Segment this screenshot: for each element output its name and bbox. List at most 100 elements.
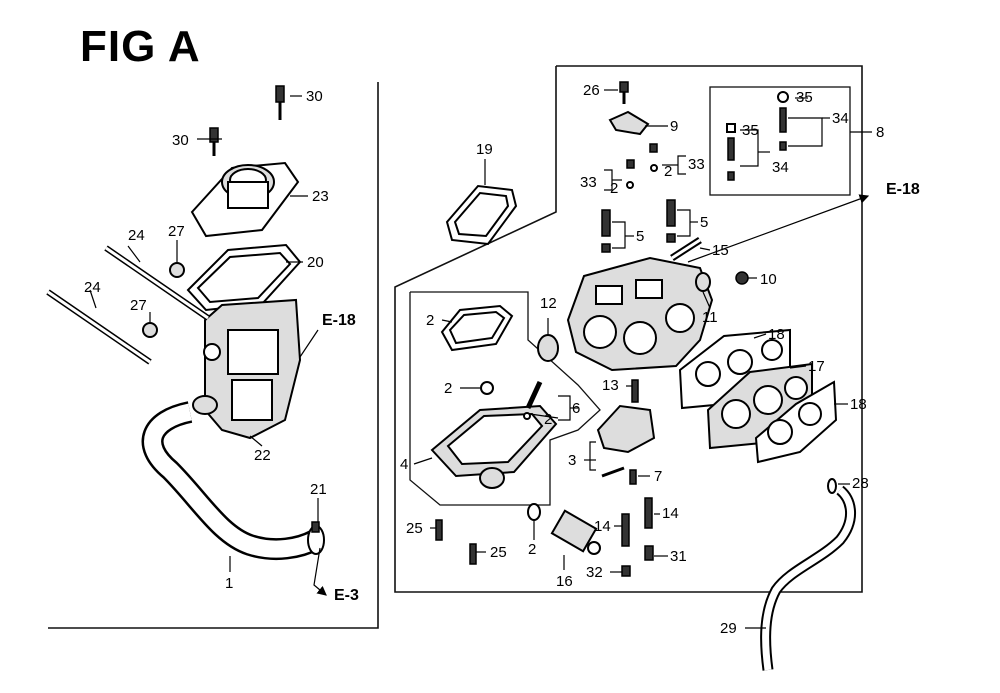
jet-15 [670, 237, 702, 261]
callout-24: 24 [128, 227, 145, 244]
callout-25: 25 [406, 520, 423, 537]
callout-33: 33 [688, 156, 705, 173]
clamp-28 [827, 478, 837, 494]
callout-28: 28 [852, 475, 869, 492]
screw-25-upper [435, 519, 443, 541]
callout-23: 23 [312, 188, 329, 205]
callout-5: 5 [700, 214, 708, 231]
figure-title: FIG A [80, 22, 201, 71]
nut-27-upper [169, 262, 185, 278]
callout-4: 4 [400, 456, 408, 473]
carburetor-assy-dashed-box [409, 291, 601, 506]
callout-labels: 30 30 23 24 27 20 24 27 E-18 22 21 1 E-3… [84, 82, 920, 637]
oring-2-bowl [480, 381, 494, 395]
screw-5-left [601, 209, 611, 253]
callout-18: 18 [768, 326, 785, 343]
nut-27-lower [142, 322, 158, 338]
plate-9 [608, 110, 650, 136]
callout-9: 9 [670, 118, 678, 135]
kit-8-parts [726, 91, 789, 181]
bolt-30-left [209, 127, 219, 156]
bolt-10 [735, 271, 749, 285]
callout-25: 25 [490, 544, 507, 561]
callout-26: 26 [583, 82, 600, 99]
callout-19: 19 [476, 141, 493, 158]
hose-1 [141, 401, 321, 561]
callout-11: 11 [702, 309, 718, 326]
throttle-body-22 [192, 298, 302, 440]
needle-valve-6 [523, 380, 543, 420]
callout-2: 2 [610, 180, 618, 197]
reference-e18-right: E-18 [886, 181, 920, 198]
callout-8: 8 [876, 124, 884, 141]
left-panel-frame [48, 82, 379, 629]
callout-17: 17 [808, 358, 825, 375]
screw-14-left [621, 513, 630, 547]
callout-15: 15 [712, 242, 729, 259]
callout-18: 18 [850, 396, 867, 413]
callout-20: 20 [307, 254, 324, 271]
screw-5-right [666, 199, 676, 243]
carburetor-body [566, 256, 714, 372]
leader-lines [89, 89, 872, 629]
callout-34: 34 [772, 159, 789, 176]
callout-2: 2 [528, 541, 536, 558]
callout-1: 1 [225, 575, 233, 592]
pin-13 [631, 379, 639, 403]
callout-34: 34 [832, 110, 849, 127]
callout-30: 30 [172, 132, 189, 149]
cap-12 [537, 334, 559, 362]
part8-kit-box [709, 86, 851, 196]
bolt-30-top [275, 85, 285, 120]
callout-2: 2 [426, 312, 434, 329]
right-panel-frame [394, 65, 863, 593]
stud-bolt-24-lower [46, 289, 152, 365]
stud-bolt-24-upper [104, 245, 210, 321]
callout-30: 30 [306, 88, 323, 105]
hose-clamp-21 [307, 521, 325, 555]
tube-29 [760, 485, 856, 671]
callout-35: 35 [796, 89, 813, 106]
spring-32 [621, 565, 631, 577]
gasket-18-lower [754, 380, 838, 464]
screw-14-right [644, 497, 653, 529]
fuel-cut-solenoid-16 [550, 509, 601, 555]
callout-14: 14 [594, 518, 611, 535]
callout-3: 3 [568, 452, 576, 469]
screw-7 [629, 469, 637, 485]
callout-31: 31 [670, 548, 687, 565]
callout-27: 27 [168, 223, 185, 240]
callout-5: 5 [636, 228, 644, 245]
callout-2: 2 [664, 163, 672, 180]
reference-e3: E-3 [334, 587, 359, 604]
fitting-11 [695, 272, 711, 292]
float-3 [596, 404, 656, 478]
screw-26 [619, 81, 629, 104]
callout-32: 32 [586, 564, 603, 581]
callout-10: 10 [760, 271, 777, 288]
screw-25-lower [469, 543, 477, 565]
reference-e18-left: E-18 [322, 312, 356, 329]
callout-27: 27 [130, 297, 147, 314]
callout-12: 12 [540, 295, 557, 312]
callout-13: 13 [602, 377, 619, 394]
oring-2-solenoid [527, 503, 541, 521]
callout-14: 14 [662, 505, 679, 522]
callout-2: 2 [444, 380, 452, 397]
screw-33-left [626, 159, 635, 189]
callout-29: 29 [720, 620, 737, 637]
callout-21: 21 [310, 481, 327, 498]
callout-24: 24 [84, 279, 101, 296]
screw-33-right [649, 143, 658, 172]
float-bowl-4 [430, 404, 558, 489]
callout-33: 33 [580, 174, 597, 191]
callout-35: 35 [742, 122, 759, 139]
callout-16: 16 [556, 573, 573, 590]
spring-31 [644, 545, 654, 561]
bowl-gasket-2 [440, 304, 514, 352]
callout-22: 22 [254, 447, 271, 464]
intake-elbow-23 [190, 161, 300, 238]
callout-2: 2 [544, 411, 552, 428]
gasket-19 [445, 184, 518, 246]
